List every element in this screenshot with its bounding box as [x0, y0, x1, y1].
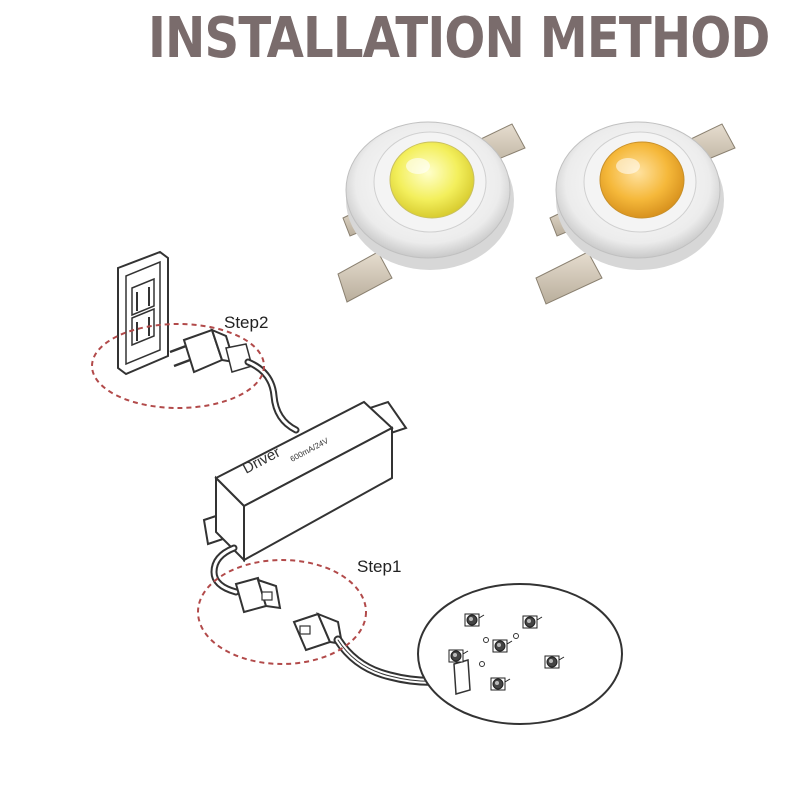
- step1-highlight-circle: [197, 559, 367, 665]
- board-connector: [292, 612, 344, 652]
- board-led: [544, 655, 565, 669]
- board-led: [522, 615, 543, 629]
- led-driver: Driver 600mA/24V: [202, 400, 408, 563]
- board-led: [492, 639, 513, 653]
- step2-label: Step2: [224, 313, 269, 332]
- board-mounting-holes: [479, 633, 519, 667]
- step1-label: Step1: [357, 557, 402, 576]
- power-plug: [169, 328, 253, 374]
- page-title: INSTALLATION METHOD: [148, 6, 770, 71]
- board-led: [448, 649, 469, 663]
- driver-connector: [234, 576, 282, 614]
- board-led: [464, 613, 485, 627]
- step2-highlight-circle: [91, 323, 265, 409]
- wall-outlet: [117, 250, 169, 376]
- board-led: [490, 677, 511, 691]
- power-cord: [244, 358, 300, 434]
- board-led-emitters: [448, 613, 565, 691]
- white-led-chip: [337, 121, 526, 303]
- warm-white-led-chip: [535, 121, 736, 305]
